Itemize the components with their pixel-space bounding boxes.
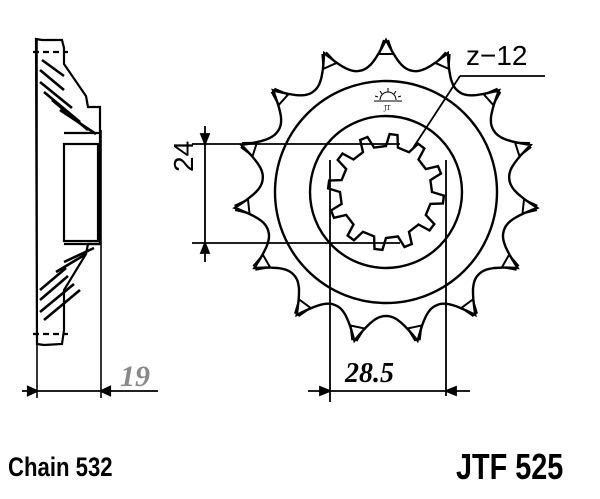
spline-outer-diameter-label: 28.5 — [345, 358, 394, 389]
dimension-lines — [192, 75, 545, 402]
chain-label: Chain 532 — [8, 452, 113, 482]
sprocket-front-view — [232, 37, 540, 344]
spline-inner-diameter-label: 24 — [168, 140, 199, 172]
svg-text:JT: JT — [383, 105, 390, 112]
part-number: JTF 525 — [456, 446, 564, 487]
spline-teeth-label: z−12 — [466, 40, 528, 71]
sun-logo-icon: JT — [374, 88, 402, 112]
side-profile — [22, 37, 158, 398]
thickness-label: 19 — [120, 360, 150, 393]
